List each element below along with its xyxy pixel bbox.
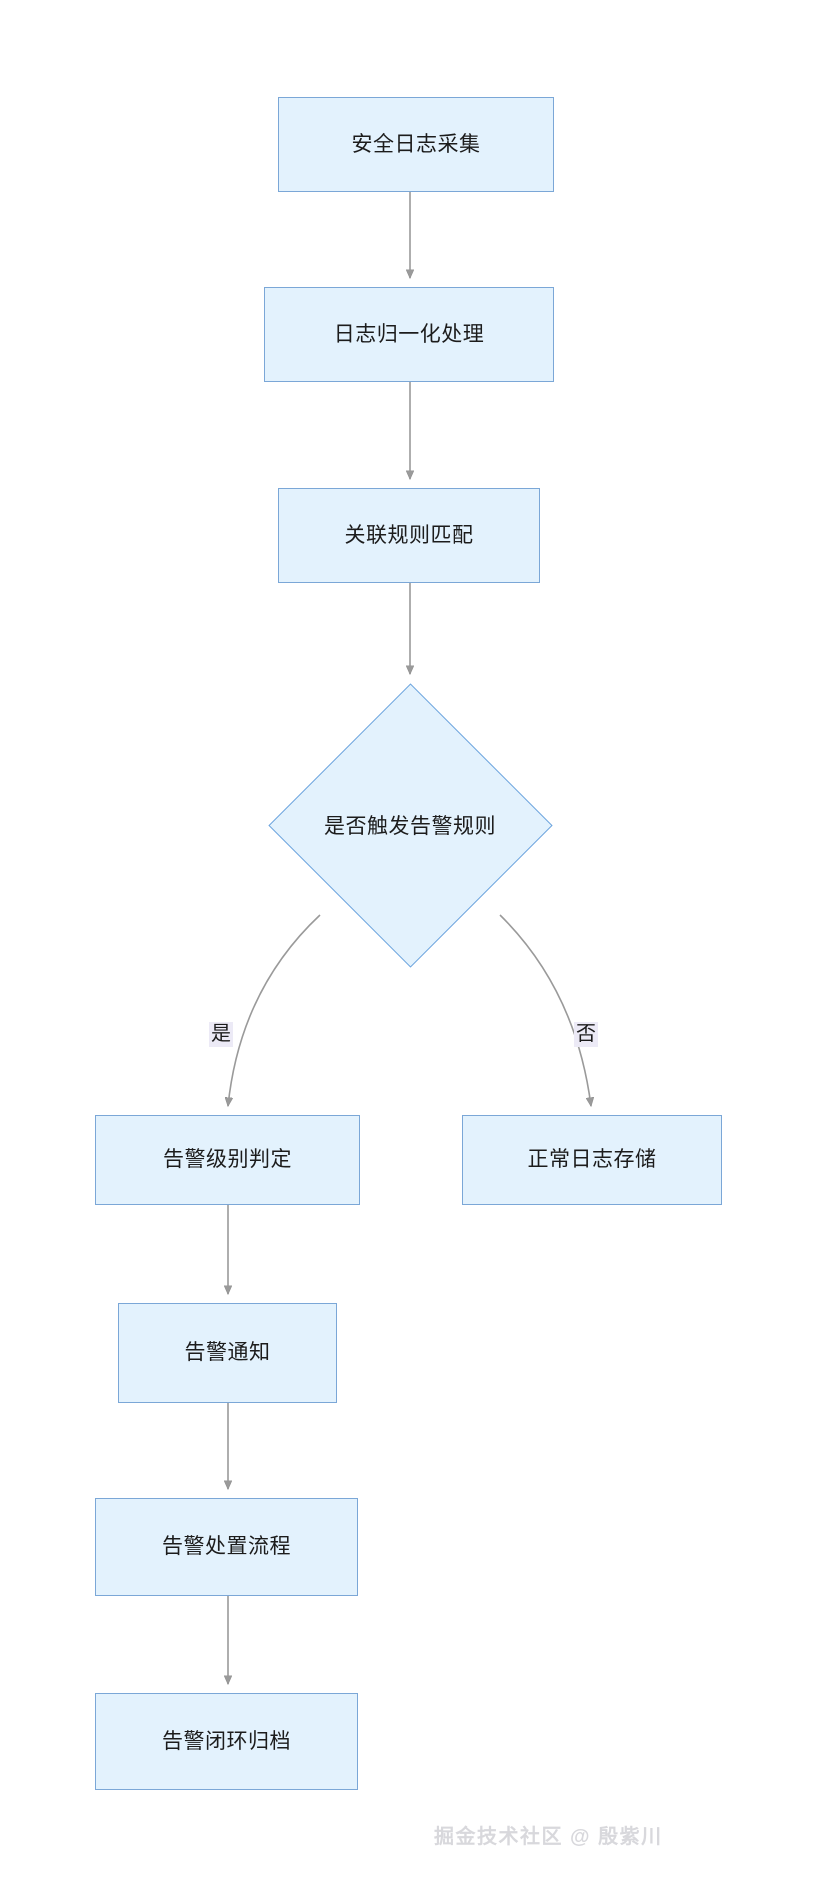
node-level[interactable]: 告警级别判定 — [95, 1115, 360, 1205]
decision-diamond-shape — [267, 682, 553, 968]
node-decide[interactable]: 是否触发告警规则 — [267, 682, 553, 968]
node-notify[interactable]: 告警通知 — [118, 1303, 337, 1403]
node-archive[interactable]: 告警闭环归档 — [95, 1693, 358, 1790]
node-handle[interactable]: 告警处置流程 — [95, 1498, 358, 1596]
node-collect[interactable]: 安全日志采集 — [278, 97, 554, 192]
node-store[interactable]: 正常日志存储 — [462, 1115, 722, 1205]
node-normalize[interactable]: 日志归一化处理 — [264, 287, 554, 382]
node-correlate[interactable]: 关联规则匹配 — [278, 488, 540, 583]
watermark: 掘金技术社区 @ 殷紫川 — [434, 1826, 663, 1848]
edge-label-yes: 是 — [209, 1022, 233, 1047]
edge-label-no: 否 — [574, 1022, 598, 1047]
